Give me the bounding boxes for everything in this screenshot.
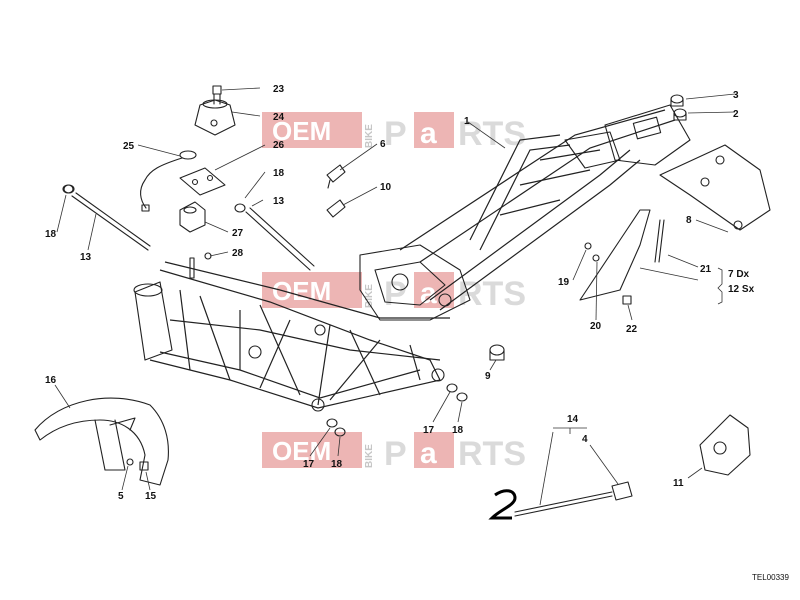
watermark-oem-text: OEM [272, 436, 331, 466]
callout-18: 18 [45, 229, 57, 240]
part-18-washer-bottom[interactable] [334, 427, 346, 437]
callout-11: 11 [673, 478, 684, 489]
callout-27: 27 [232, 228, 244, 239]
main-frame [133, 104, 691, 412]
part-11-cover[interactable] [699, 414, 751, 476]
watermark-a-text: a [420, 437, 437, 470]
callout-26: 26 [273, 140, 285, 151]
callout-24: 24 [273, 112, 285, 123]
watermark-bike-text: BIKE [364, 444, 375, 468]
part-18-washer-right[interactable] [456, 392, 468, 402]
part-23-screw[interactable] [212, 85, 222, 105]
callout-19: 19 [558, 277, 570, 288]
leader-lines [54, 87, 736, 506]
watermark-oem-text: OEM [272, 116, 331, 146]
watermark-top: OEM BIKE P a RTS [262, 112, 526, 153]
callout-13: 13 [273, 196, 285, 207]
part-24-cap[interactable] [194, 99, 236, 136]
watermark-p-text: P [384, 115, 407, 153]
part-3-plug[interactable] [670, 94, 684, 107]
part-13-long-bolt-left[interactable] [63, 184, 151, 251]
callout-18: 18 [452, 425, 464, 436]
callout-variant-sx: 12 Sx [728, 284, 755, 295]
watermark-rts-text: RTS [458, 115, 526, 153]
callout-14: 14 [567, 414, 579, 425]
callout-22: 22 [626, 324, 638, 335]
part-18-washer-left[interactable] [62, 184, 74, 194]
callout-2: 2 [733, 109, 739, 120]
part-20-washer[interactable] [592, 254, 600, 262]
diagram-code: TEL00339 [752, 573, 789, 582]
part-16-front-fender[interactable] [34, 397, 169, 486]
callout-9: 9 [485, 371, 491, 382]
callout-variant-dx: 7 Dx [728, 269, 750, 280]
part-19-screw[interactable] [584, 242, 592, 250]
watermark-rts-text: RTS [458, 435, 526, 473]
callout-1: 1 [464, 116, 470, 127]
part-6-clip[interactable] [326, 164, 346, 189]
callout-10: 10 [380, 182, 392, 193]
part-14-sidestand-rod[interactable] [514, 491, 613, 517]
callout-16: 16 [45, 375, 57, 386]
watermark-middle: OEM BIKE P a RTS [262, 272, 526, 313]
watermark-p-text: P [384, 435, 407, 473]
callout-8: 8 [686, 215, 692, 226]
part-15-screw[interactable] [139, 461, 149, 471]
part-13-long-bolt-center[interactable] [234, 203, 315, 271]
callout-25: 25 [123, 141, 135, 152]
part-22-nut[interactable] [622, 295, 632, 305]
part-5-screw[interactable] [126, 458, 134, 466]
part-10-clip[interactable] [326, 199, 346, 218]
watermark-bike-text: BIKE [364, 124, 375, 148]
watermark-rts-text: RTS [458, 275, 526, 313]
part-4-rod-end[interactable] [611, 481, 633, 501]
callout-18: 18 [331, 459, 343, 470]
part-26-bracket[interactable] [179, 167, 226, 196]
part-17-bushing-bottom[interactable] [326, 418, 338, 428]
callout-18: 18 [273, 168, 285, 179]
callout-4: 4 [582, 434, 588, 445]
callout-28: 28 [232, 248, 244, 259]
callout-20: 20 [590, 321, 602, 332]
part-21-side-panel[interactable] [579, 209, 665, 301]
callout-17: 17 [303, 459, 315, 470]
part-17-bushing-right[interactable] [446, 383, 458, 393]
callout-13: 13 [80, 252, 92, 263]
callout-15: 15 [145, 491, 157, 502]
callout-17: 17 [423, 425, 435, 436]
handwritten-mark [488, 489, 517, 520]
part-8-tail-bracket[interactable] [659, 144, 771, 231]
part-9-bushing[interactable] [489, 344, 505, 361]
watermark-p-text: P [384, 275, 407, 313]
part-25-sensor-cable[interactable] [140, 150, 197, 212]
callout-labels: 23 24 25 26 18 13 27 28 18 13 6 10 1 3 2… [45, 84, 789, 582]
callout-3: 3 [733, 90, 739, 101]
part-28-bolt[interactable] [189, 252, 212, 279]
watermark-a-text: a [420, 117, 437, 150]
callout-23: 23 [273, 84, 285, 95]
callout-5: 5 [118, 491, 124, 502]
callout-6: 6 [380, 139, 386, 150]
part-27-sensor[interactable] [179, 201, 206, 233]
part-2-plug[interactable] [673, 108, 687, 121]
watermark-bike-text: BIKE [364, 284, 375, 308]
watermark-bottom: OEM BIKE P a RTS [262, 432, 526, 473]
callout-21: 21 [700, 264, 712, 275]
